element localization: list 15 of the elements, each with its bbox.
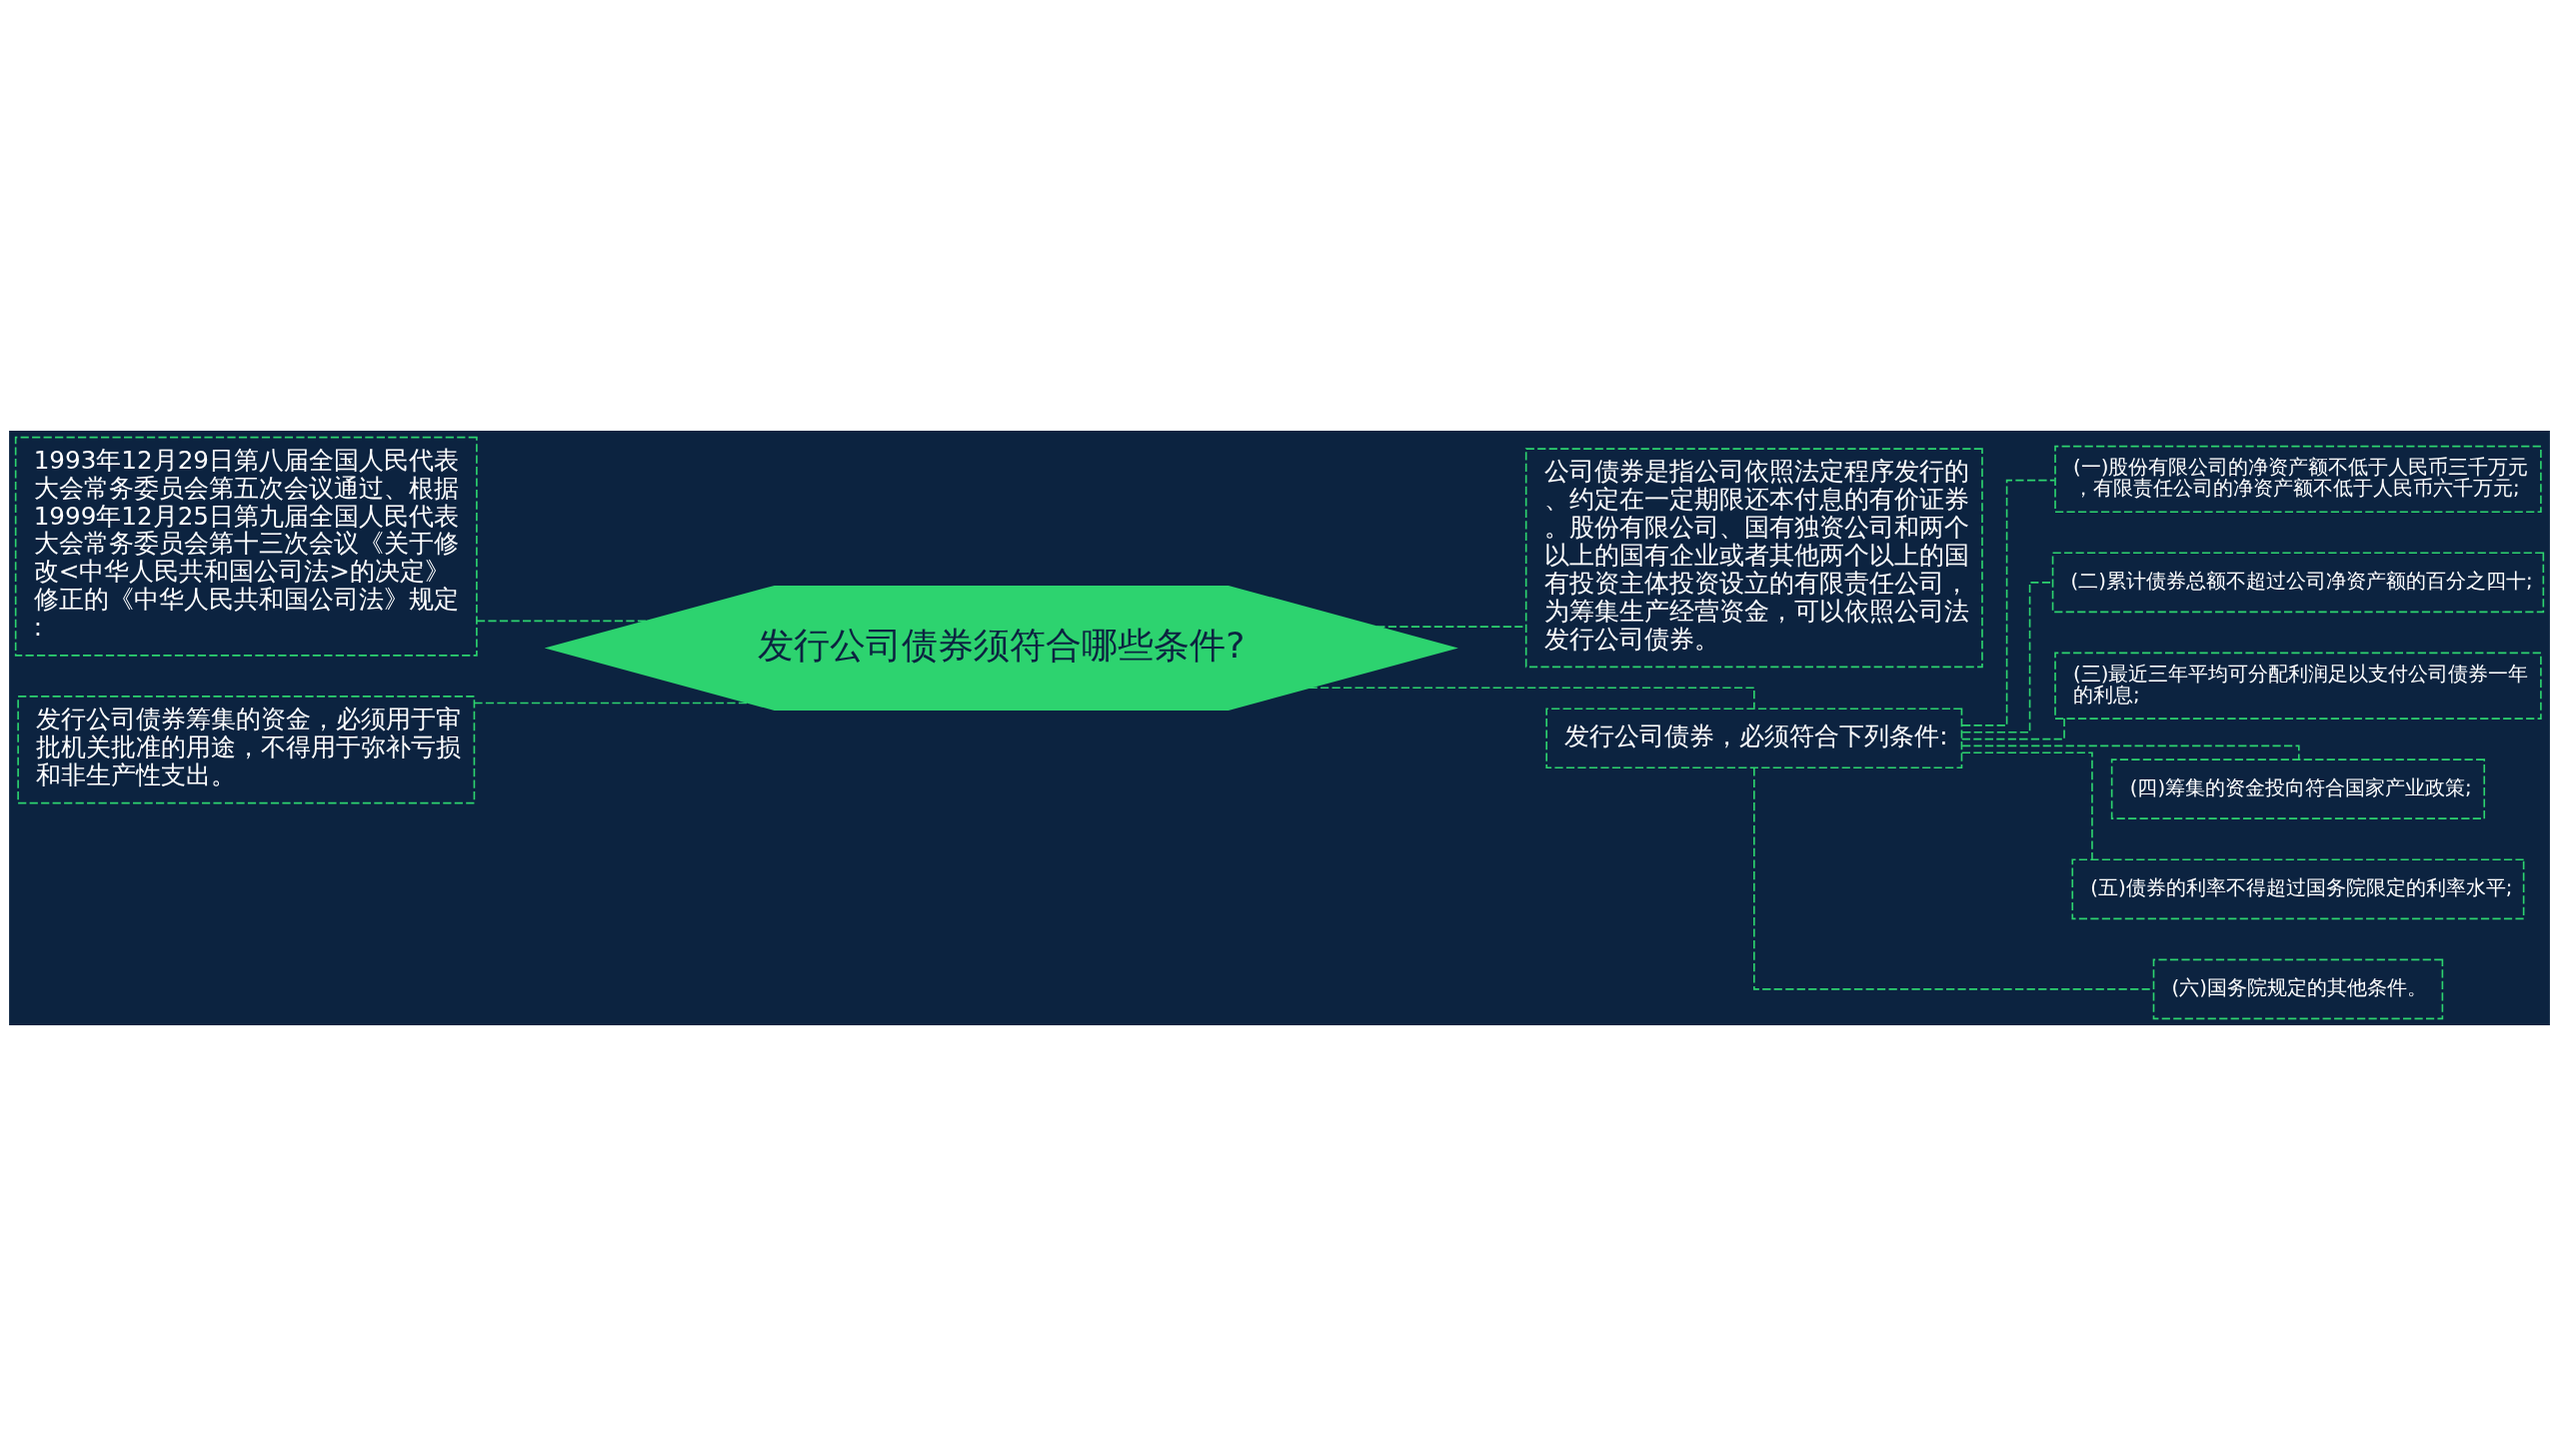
node-box: (一)股份有限公司的净资产额不低于人民币三千万元，有限责任公司的净资产额不低于人民币六千万元;	[2054, 445, 2542, 514]
connector	[476, 620, 649, 623]
node-box: 发行公司债券，必须符合下列条件:	[1545, 708, 1963, 769]
connector	[1961, 479, 2056, 727]
node-box: 1993年12月29日第八届全国人民代表大会常务委员会第五次会议通过、根据1999年12月25日第九届全国人民代表大会常务委员会第十三次会议《关于修改<中华人民共和国公司法>的决定》修正的《中华人民共和国公司法》规定:	[14, 436, 478, 657]
node-box: (四)筹集的资金投向符合国家产业政策;	[2110, 758, 2486, 819]
node-box: (二)累计债券总额不超过公司净资产额的百分之四十;	[2051, 552, 2545, 614]
node-box: (六)国务院规定的其他条件。	[2152, 958, 2444, 1020]
node-box: 发行公司债券筹集的资金，必须用于审批机关批准的用途，不得用于弥补亏损和非生产性支出。	[17, 696, 476, 804]
connector	[1960, 751, 2093, 860]
node-box: (五)债券的利率不得超过国务院限定的利率水平;	[2071, 858, 2525, 920]
connector	[1961, 744, 2300, 760]
connector	[1960, 718, 2065, 740]
node-box: (三)最近三年平均可分配利润足以支付公司债券一年的利息;	[2054, 652, 2542, 720]
node-box: 公司债券是指公司依照法定程序发行的、约定在一定期限还本付息的有价证券。股份有限公司、国有独资公司和两个以上的国有企业或者其他两个以上的国有投资主体投资设立的有限责任公司，为筹集生产经营资金，可以依照公司法发行公司债券。	[1524, 448, 1983, 669]
